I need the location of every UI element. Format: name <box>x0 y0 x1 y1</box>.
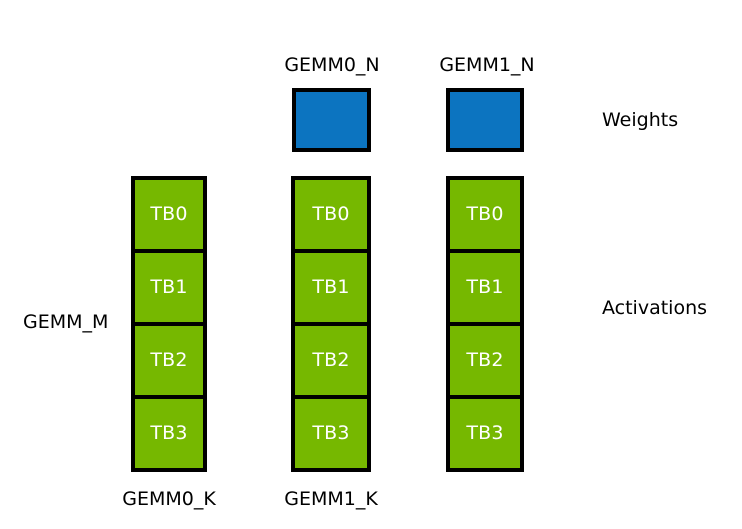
bottom-label-gemm0-k: GEMM0_K <box>122 488 216 510</box>
row-label-weights: Weights <box>602 109 679 131</box>
activation-column-1: TB0 TB1 TB2 TB3 <box>291 176 371 472</box>
activation-cell: TB2 <box>135 326 203 399</box>
activation-cell-label: TB3 <box>466 422 504 444</box>
activation-cell: TB3 <box>450 399 520 468</box>
activation-cell-label: TB2 <box>466 349 504 371</box>
activation-cell: TB0 <box>135 180 203 253</box>
side-label-gemm-m: GEMM_M <box>23 311 109 333</box>
bottom-label-gemm1-k: GEMM1_K <box>284 488 378 510</box>
activation-cell-label: TB2 <box>312 349 350 371</box>
row-label-activations: Activations <box>602 297 708 319</box>
activation-cell-label: TB2 <box>150 349 188 371</box>
activation-cell: TB1 <box>450 253 520 326</box>
activation-cell-label: TB0 <box>312 203 350 225</box>
activation-column-0: TB0 TB1 TB2 TB3 <box>131 176 207 472</box>
activation-cell: TB0 <box>295 180 367 253</box>
activation-cell: TB3 <box>135 399 203 468</box>
top-label-gemm1-n-line1: GEMM1_N <box>439 54 535 76</box>
activation-cell: TB1 <box>295 253 367 326</box>
weight-block-gemm0 <box>292 88 371 152</box>
activation-cell: TB2 <box>295 326 367 399</box>
activation-cell: TB1 <box>135 253 203 326</box>
activation-cell: TB0 <box>450 180 520 253</box>
activation-cell-label: TB1 <box>150 276 188 298</box>
activation-cell-label: TB0 <box>150 203 188 225</box>
activation-cell: TB3 <box>295 399 367 468</box>
activation-column-2: TB0 TB1 TB2 TB3 <box>446 176 524 472</box>
activation-cell-label: TB3 <box>312 422 350 444</box>
activation-cell-label: TB3 <box>150 422 188 444</box>
activation-cell: TB2 <box>450 326 520 399</box>
activation-cell-label: TB1 <box>312 276 350 298</box>
top-label-gemm0-n-line1: GEMM0_N <box>284 54 380 76</box>
activation-cell-label: TB1 <box>466 276 504 298</box>
activation-cell-label: TB0 <box>466 203 504 225</box>
weight-block-gemm1 <box>446 88 524 152</box>
